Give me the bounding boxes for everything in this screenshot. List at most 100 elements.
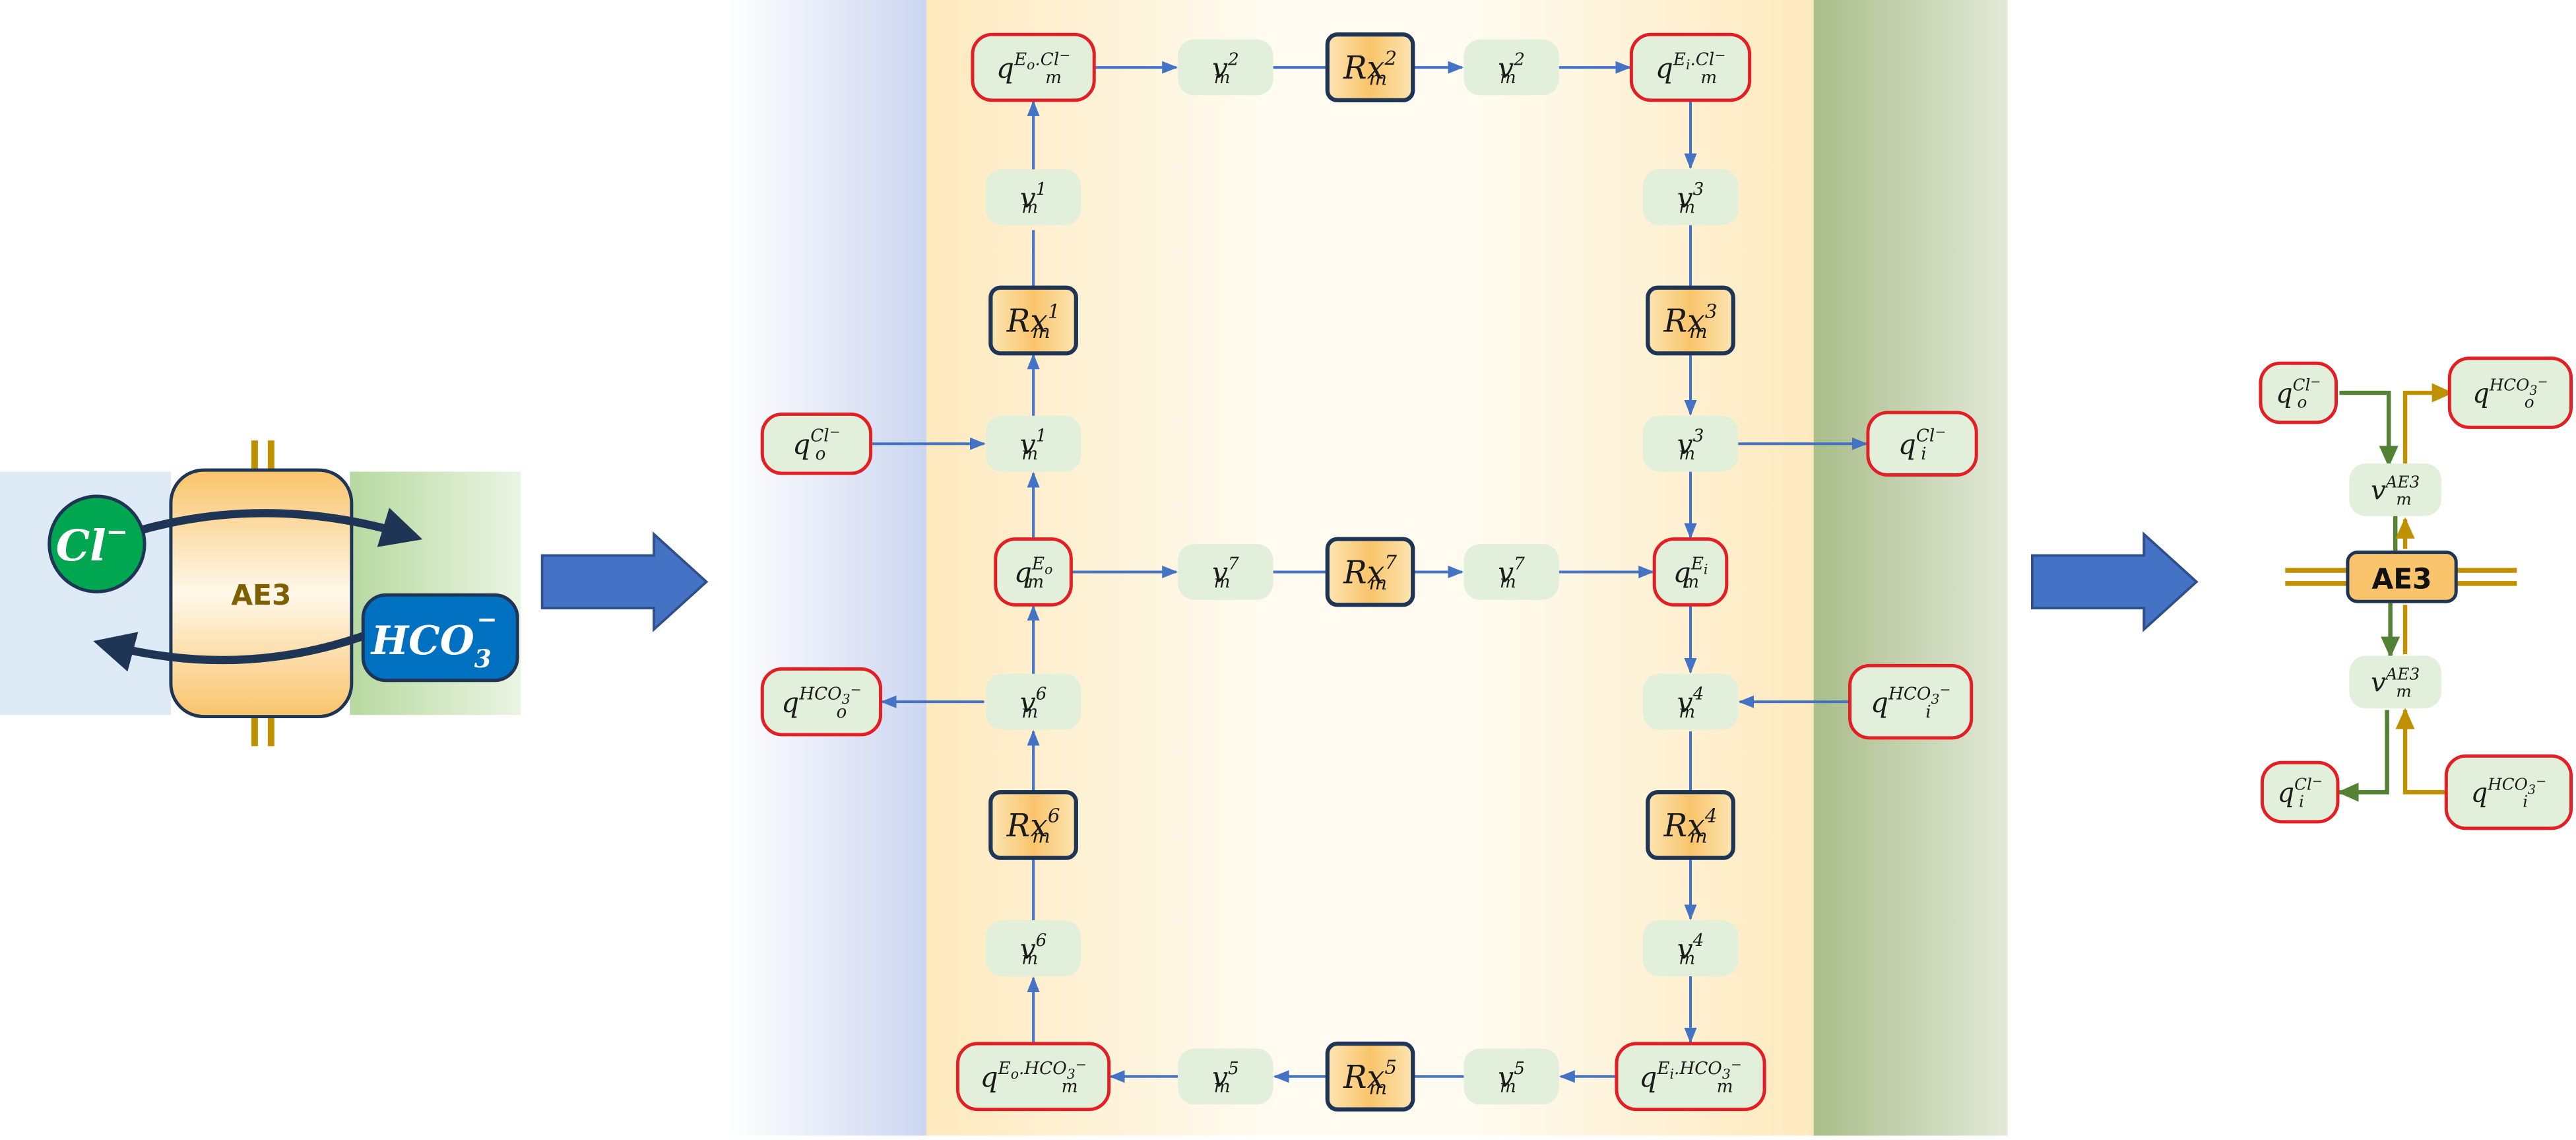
q-node-box <box>760 667 883 737</box>
rx-node-box <box>1325 537 1415 607</box>
q-node-box <box>1615 1042 1766 1112</box>
transform-arrow-1 <box>540 531 709 632</box>
bicarbonate-charge: − <box>476 605 497 634</box>
q-node-box <box>2259 361 2338 424</box>
q-node-box <box>971 32 1096 102</box>
node-label: qHCO3−i <box>1871 682 1951 722</box>
reduced-ae3-label: AE3 <box>2372 562 2432 595</box>
svg-text:Cl−: Cl− <box>56 517 128 571</box>
v-node-box <box>1178 1048 1273 1105</box>
bicarbonate-base: HCO <box>370 618 474 664</box>
q-node-box <box>1848 663 1974 740</box>
v-node-box <box>1178 544 1273 600</box>
v-node-box <box>1178 39 1273 96</box>
chloride-circle <box>48 494 146 593</box>
q-node-box <box>1629 32 1752 102</box>
node-q-E-i-Cl: qEi.Cl−m <box>1629 32 1752 102</box>
chloride-flux-arrow <box>137 508 423 547</box>
node-reduced-q-i-Cl: qCl−i <box>2260 760 2340 824</box>
bicarbonate-ion: HCO3 − <box>361 593 519 683</box>
rx-node-box <box>1325 32 1415 102</box>
v-node-box <box>1464 39 1559 96</box>
v-node-box <box>1464 1048 1559 1105</box>
node-label: qCl−i <box>1898 424 1947 464</box>
node-label: qEi.HCO3−m <box>1639 1056 1742 1096</box>
svg-text:HCO3−: HCO3 − <box>370 605 498 673</box>
v-node-box <box>1642 169 1739 226</box>
node-label: qHCO3−o <box>781 682 861 722</box>
inside-region <box>1813 0 2008 1136</box>
v-node-box <box>2349 463 2441 516</box>
chloride-charge: − <box>106 517 128 547</box>
v-node-box <box>1642 920 1739 976</box>
v-node-box <box>985 920 1081 976</box>
node-q-i-HCO3: qHCO3−i <box>1848 663 1974 740</box>
node-label: qHCO3−i <box>2471 773 2546 811</box>
node-label: qCl−o <box>2276 374 2321 411</box>
membrane-stub <box>267 440 274 474</box>
bond-graph-links <box>870 61 1868 1083</box>
chloride-ion: Cl− <box>48 494 146 593</box>
rx-node-box <box>1646 285 1735 356</box>
reduced-link <box>2337 710 2389 802</box>
outside-region <box>727 0 927 1136</box>
node-q-o-HCO3: qHCO3−o <box>760 667 883 737</box>
node-label: qEo.Cl−m <box>996 48 1070 88</box>
node-label: qEo.HCO3−m <box>980 1056 1086 1096</box>
v-node-box <box>2349 655 2441 709</box>
node-q-i-Cl: qCl−i <box>1866 411 1978 477</box>
v-node-box <box>1642 415 1739 472</box>
q-node-box <box>956 1042 1111 1112</box>
node-reduced-q-o-HCO3: qHCO3−o <box>2447 356 2573 429</box>
q-node-box <box>994 537 1073 607</box>
node-q-E-o-HCO3: qEo.HCO3−m <box>956 1042 1111 1112</box>
v-node-box <box>985 415 1081 472</box>
rx-node-box <box>1646 789 1735 860</box>
node-label: qEi.Cl−m <box>1656 48 1726 88</box>
q-node-box <box>2260 760 2340 824</box>
node-label: qHCO3−o <box>2472 374 2548 411</box>
chloride-label: Cl <box>56 521 106 571</box>
bicarbonate-sub: 3 <box>474 644 492 673</box>
reduced-link <box>2339 390 2399 467</box>
bicarbonate-flux-arrow <box>93 625 383 672</box>
q-node-box <box>1652 537 1729 607</box>
q-node-box <box>2444 754 2573 830</box>
